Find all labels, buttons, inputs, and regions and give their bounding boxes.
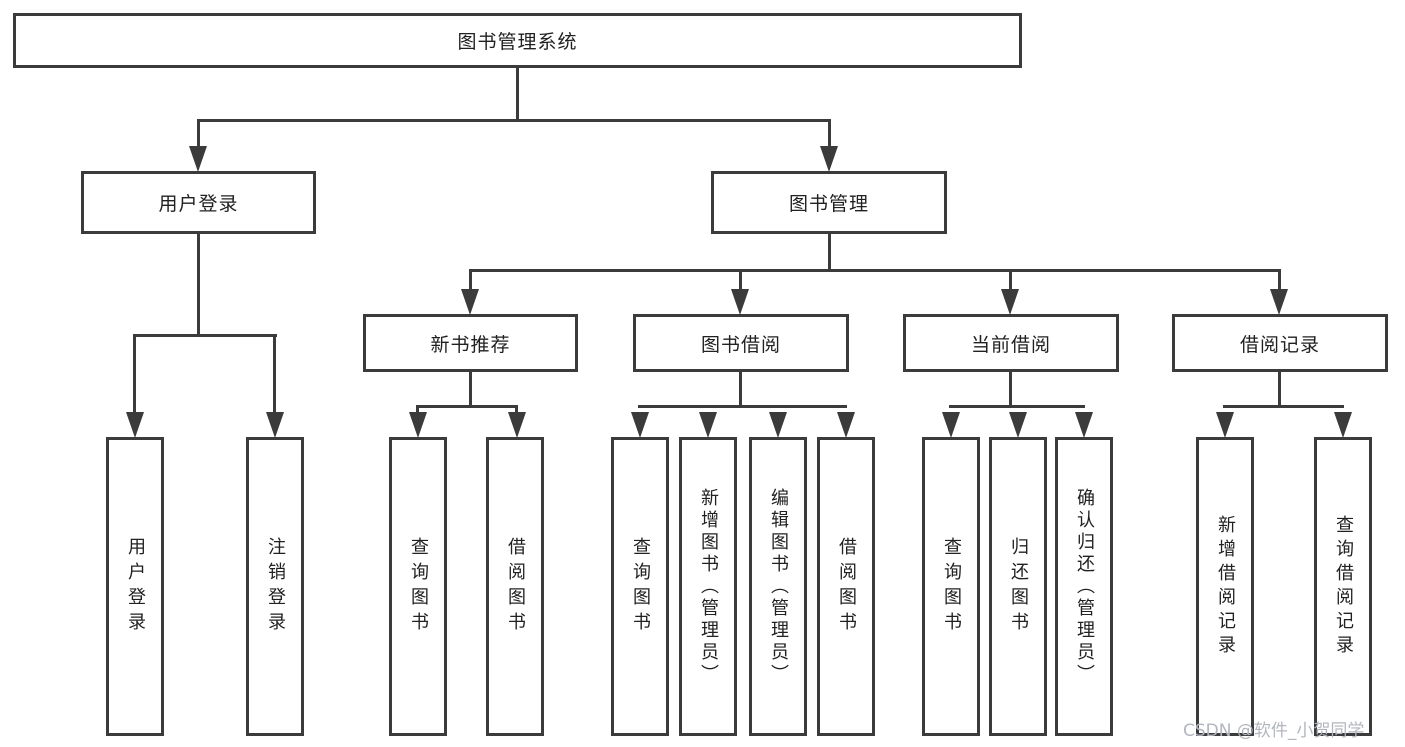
node-user-login: 用户登录	[81, 171, 316, 234]
leaf-edit-books-admin: 编辑图书（管理员）	[749, 437, 807, 736]
node-root-label: 图书管理系统	[457, 31, 578, 53]
connector-sec1-rail	[638, 405, 847, 408]
leaf-borrow-query-books: 查询图书	[611, 437, 669, 736]
connector-mgmt-down	[828, 233, 831, 272]
leaf-user-login-label: 用户登录	[125, 536, 146, 637]
node-root: 图书管理系统	[13, 13, 1022, 68]
arrow-sec1-leaf3	[837, 412, 855, 438]
connector-login-down	[197, 233, 200, 337]
leaf-confirm-return-admin-label: 确认归还（管理员）	[1074, 487, 1095, 686]
node-current-borrow: 当前借阅	[903, 314, 1119, 372]
arrow-sec3-leaf0	[1216, 412, 1234, 438]
node-borrow-records-label: 借阅记录	[1239, 333, 1320, 356]
leaf-return-books-label: 归还图书	[1008, 536, 1029, 637]
arrow-sec1-leaf2	[769, 412, 787, 438]
leaf-edit-books-admin-label: 编辑图书（管理员）	[768, 487, 789, 686]
arrow-to-sec1	[731, 289, 749, 315]
node-user-login-label: 用户登录	[158, 193, 239, 215]
connector-sec0-rail	[416, 405, 518, 408]
connector-sec0-stem	[469, 269, 472, 293]
leaf-return-books: 归还图书	[989, 437, 1047, 736]
arrow-sec2-leaf0	[942, 412, 960, 438]
connector-level2-rail	[197, 119, 831, 122]
arrow-sec3-leaf1	[1334, 412, 1352, 438]
connector-login-leaf1-stem	[133, 334, 136, 414]
leaf-add-borrow-record: 新增借阅记录	[1196, 437, 1254, 736]
leaf-logout-label: 注销登录	[265, 536, 286, 637]
arrow-to-login-leaf2	[266, 412, 284, 438]
arrow-sec0-leaf1	[508, 412, 526, 438]
arrow-to-sec0	[461, 289, 479, 315]
connector-sec1-down	[739, 371, 742, 408]
leaf-add-books-admin: 新增图书（管理员）	[679, 437, 737, 736]
connector-section-rail	[469, 269, 1281, 272]
leaf-logout: 注销登录	[246, 437, 304, 736]
leaf-borrow-books: 借阅图书	[817, 437, 875, 736]
arrow-to-sec3	[1270, 289, 1288, 315]
leaf-confirm-return-admin: 确认归还（管理员）	[1055, 437, 1113, 736]
arrow-sec2-leaf2	[1075, 412, 1093, 438]
connector-sec2-rail	[949, 405, 1085, 408]
connector-sec3-rail	[1223, 405, 1344, 408]
arrow-to-sec2	[1001, 289, 1019, 315]
node-new-book-recommend: 新书推荐	[363, 314, 578, 372]
leaf-recommend-query-books-label: 查询图书	[408, 536, 429, 637]
arrow-to-login-leaf1	[126, 412, 144, 438]
leaf-query-borrow-record: 查询借阅记录	[1314, 437, 1372, 736]
connector-sec3-stem	[1278, 269, 1281, 293]
node-new-book-recommend-label: 新书推荐	[430, 333, 511, 356]
connector-sec2-stem	[1009, 269, 1012, 293]
connector-login-leaf2-stem	[273, 334, 276, 414]
leaf-recommend-borrow-books-label: 借阅图书	[505, 536, 526, 637]
arrow-to-mgmt	[820, 146, 838, 172]
connector-login-rail	[133, 334, 277, 337]
node-book-borrow-label: 图书借阅	[700, 333, 781, 356]
node-book-mgmt-label: 图书管理	[788, 193, 869, 215]
node-current-borrow-label: 当前借阅	[970, 333, 1051, 356]
leaf-borrow-query-books-label: 查询图书	[630, 536, 651, 637]
connector-mgmt-stem	[828, 119, 831, 152]
leaf-user-login: 用户登录	[106, 437, 164, 736]
connector-login-stem	[197, 119, 200, 152]
leaf-current-query-books-label: 查询图书	[941, 536, 962, 637]
leaf-query-borrow-record-label: 查询借阅记录	[1333, 514, 1354, 659]
connector-sec3-down	[1278, 371, 1281, 408]
node-book-mgmt: 图书管理	[711, 171, 947, 234]
leaf-recommend-query-books: 查询图书	[389, 437, 447, 736]
csdn-watermark: CSDN @软件_小贺同学	[1183, 721, 1365, 741]
node-borrow-records: 借阅记录	[1172, 314, 1388, 372]
arrow-sec1-leaf1	[699, 412, 717, 438]
arrow-sec1-leaf0	[631, 412, 649, 438]
leaf-borrow-books-label: 借阅图书	[836, 536, 857, 637]
leaf-add-borrow-record-label: 新增借阅记录	[1215, 514, 1236, 659]
connector-sec0-down	[469, 371, 472, 408]
connector-sec2-down	[1009, 371, 1012, 408]
arrow-sec0-leaf0	[409, 412, 427, 438]
leaf-current-query-books: 查询图书	[922, 437, 980, 736]
connector-root-stem	[516, 66, 519, 121]
leaf-add-books-admin-label: 新增图书（管理员）	[698, 487, 719, 686]
arrow-to-login	[189, 146, 207, 172]
connector-sec1-stem	[739, 269, 742, 293]
arrow-sec2-leaf1	[1009, 412, 1027, 438]
leaf-recommend-borrow-books: 借阅图书	[486, 437, 544, 736]
connector-sec0-leaf1-stem	[515, 405, 518, 417]
node-book-borrow: 图书借阅	[633, 314, 849, 372]
connector-sec0-leaf0-stem	[416, 405, 419, 417]
